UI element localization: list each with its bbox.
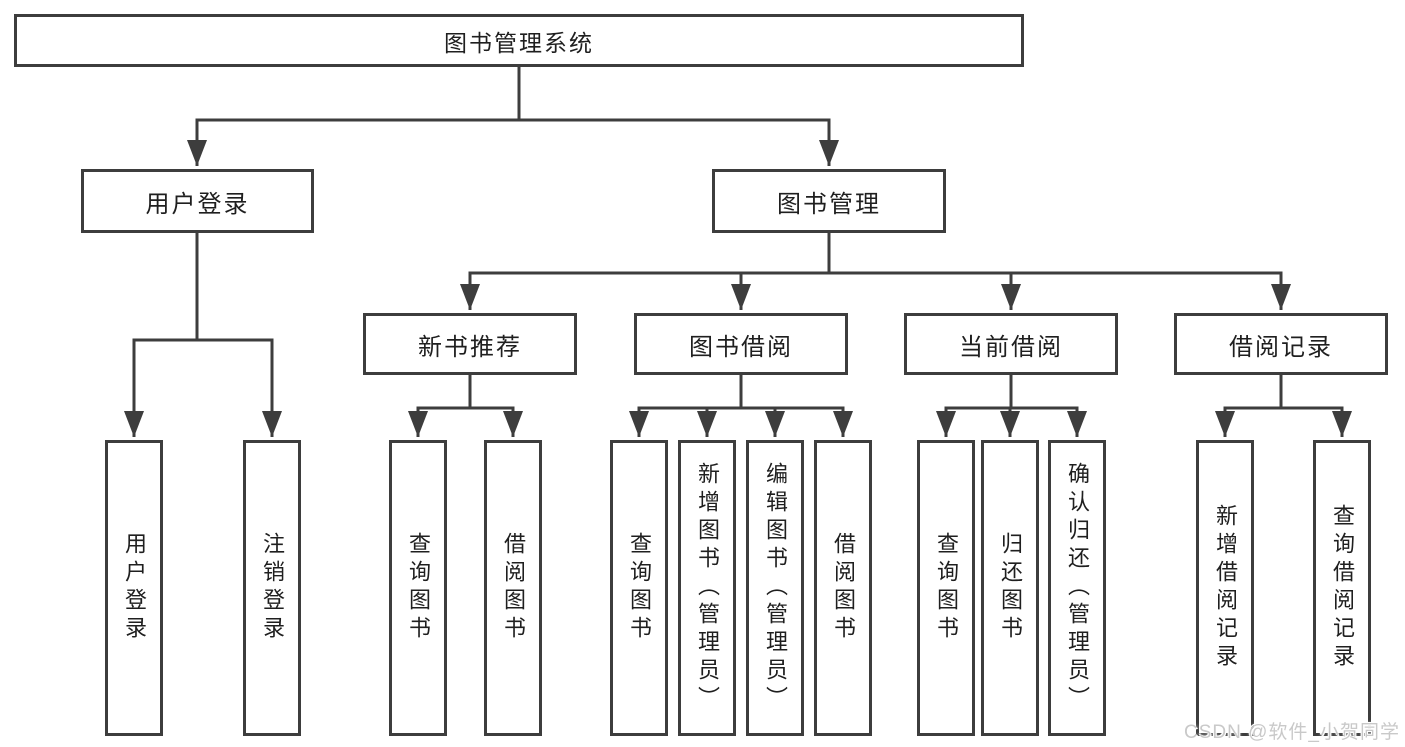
leaf-borrow-books: 借阅图书: [814, 440, 872, 736]
connector-current-borrowing-to-leaves: [936, 375, 1087, 437]
node-label: 新书推荐: [418, 333, 522, 361]
leaf-borrow-books-rec: 借阅图书: [484, 440, 542, 736]
node-label: 查询图书: [934, 532, 959, 644]
node-label: 图书管理: [777, 190, 881, 218]
leaf-query-borrow-record: 查询借阅记录: [1313, 440, 1371, 736]
node-user-login: 用户登录: [81, 169, 314, 233]
node-label: 用户登录: [145, 190, 250, 218]
node-label: 新增借阅记录: [1213, 504, 1238, 672]
node-label: 借阅图书: [501, 532, 526, 644]
node-label: 借阅图书: [831, 532, 856, 644]
connector-user-login-to-leaves: [124, 233, 282, 437]
node-label: 查询图书: [627, 532, 652, 644]
node-book-management: 图书管理: [712, 169, 946, 233]
connector-root-to-level2: [187, 67, 839, 166]
node-borrowing-records: 借阅记录: [1174, 313, 1388, 375]
node-label: 编辑图书（管理员）: [763, 462, 788, 714]
node-label: 新增图书（管理员）: [695, 462, 720, 714]
node-label: 确认归还（管理员）: [1065, 462, 1090, 714]
connector-book-management-to-level3: [460, 233, 1291, 310]
node-new-book-recommendation: 新书推荐: [363, 313, 577, 375]
node-current-borrowing: 当前借阅: [904, 313, 1118, 375]
connector-new-book-rec-to-leaves: [408, 375, 523, 437]
node-label: 图书借阅: [689, 333, 793, 361]
node-label: 用户登录: [122, 532, 147, 644]
leaf-query-books-borrow: 查询图书: [610, 440, 668, 736]
node-label: 借阅记录: [1229, 333, 1333, 361]
node-library-management-system: 图书管理系统: [14, 14, 1024, 67]
leaf-confirm-return-admin: 确认归还（管理员）: [1048, 440, 1106, 736]
leaf-return-books: 归还图书: [981, 440, 1039, 736]
leaf-query-books-rec: 查询图书: [389, 440, 447, 736]
node-label: 图书管理系统: [444, 29, 594, 56]
node-label: 注销登录: [260, 532, 285, 644]
leaf-add-books-admin: 新增图书（管理员）: [678, 440, 736, 736]
node-label: 归还图书: [998, 532, 1023, 644]
node-book-borrowing: 图书借阅: [634, 313, 848, 375]
connector-borrowing-records-to-leaves: [1215, 375, 1352, 437]
node-label: 查询借阅记录: [1330, 504, 1355, 672]
leaf-add-borrow-record: 新增借阅记录: [1196, 440, 1254, 736]
connector-book-borrowing-to-leaves: [629, 375, 853, 437]
leaf-logout: 注销登录: [243, 440, 301, 736]
node-label: 当前借阅: [959, 333, 1063, 361]
leaf-query-books-current: 查询图书: [917, 440, 975, 736]
leaf-user-login: 用户登录: [105, 440, 163, 736]
csdn-watermark: CSDN @软件_小贺同学: [1184, 722, 1400, 743]
node-label: 查询图书: [406, 532, 431, 644]
leaf-edit-books-admin: 编辑图书（管理员）: [746, 440, 804, 736]
